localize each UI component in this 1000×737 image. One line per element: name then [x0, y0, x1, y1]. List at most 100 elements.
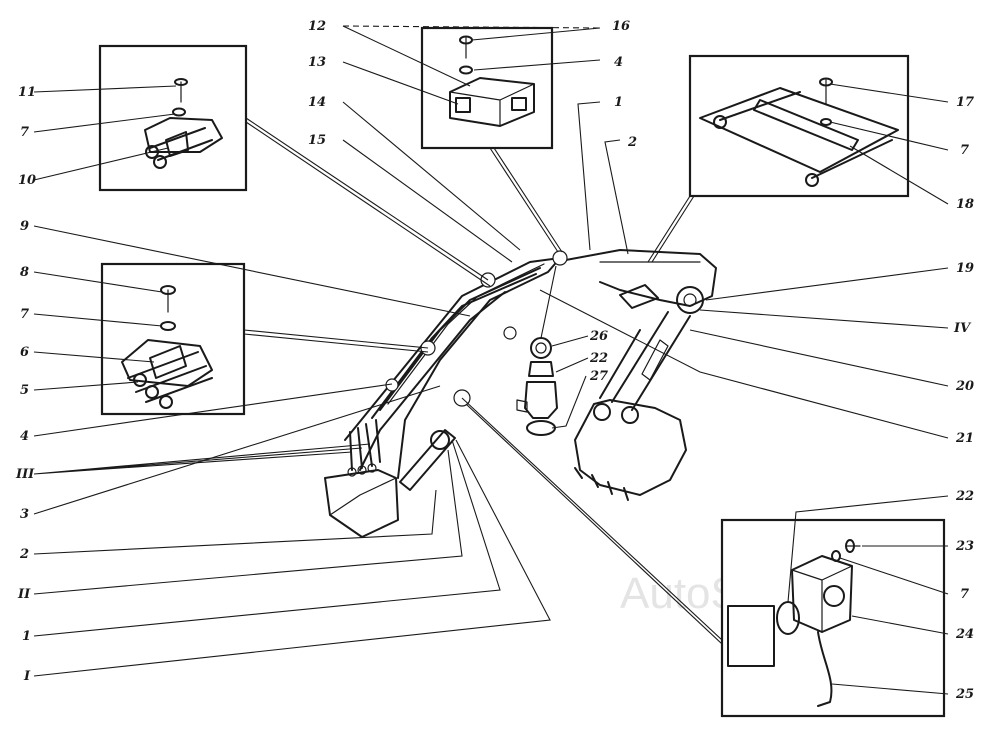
- boom-assembly: [324, 249, 717, 538]
- label-II: II: [17, 587, 31, 602]
- block-13-port: [455, 97, 471, 113]
- rod-end-a: [713, 115, 727, 129]
- label-6: 6: [20, 345, 29, 360]
- leader-12-16: [342, 25, 601, 29]
- label-14: 14: [308, 95, 326, 110]
- label-1-top: 1: [614, 95, 623, 110]
- label-26: 26: [589, 329, 608, 344]
- pipe-end-top-b: [153, 155, 167, 169]
- detail-box-block: [420, 26, 554, 150]
- label-24: 24: [955, 627, 974, 642]
- plate-rods: [719, 91, 893, 179]
- filter-port: [823, 585, 845, 607]
- bolt-17-head: [819, 77, 833, 87]
- label-I: I: [23, 669, 31, 684]
- arm-pivot-inner: [683, 293, 697, 307]
- label-5: 5: [20, 383, 29, 398]
- leader-1b: [33, 439, 501, 637]
- leader-15: [342, 139, 513, 263]
- label-10: 10: [18, 173, 36, 188]
- filter-housing-edges: [791, 565, 853, 633]
- label-IV: IV: [953, 321, 972, 336]
- label-leaders: [33, 25, 949, 695]
- callout-plate-b: [651, 195, 695, 263]
- leader-22b: [787, 495, 949, 603]
- filter-mount-block: [727, 605, 775, 667]
- callout-plate: [647, 195, 691, 263]
- callout-origin-side: [503, 326, 517, 340]
- label-III: III: [15, 467, 35, 482]
- leader-14: [342, 101, 521, 251]
- label-11: 11: [18, 85, 36, 100]
- bucket-teeth: [574, 467, 629, 501]
- label-1-left: 1: [22, 629, 31, 644]
- boom-upper-outline: [344, 257, 561, 479]
- coupling-port: [516, 399, 528, 413]
- label-18: 18: [956, 197, 974, 212]
- leader-7a: [33, 113, 176, 133]
- bucket-pin-b: [621, 406, 639, 424]
- callout-filter: [461, 397, 723, 641]
- label-7-b: 7: [20, 307, 29, 322]
- detail-box-frame: [420, 26, 554, 150]
- arm-bracket: [619, 284, 659, 309]
- label-25: 25: [955, 687, 974, 702]
- boom-hose-bundle-a: [379, 267, 541, 411]
- label-4-top: 4: [614, 55, 623, 70]
- label-22-mid: 22: [589, 351, 608, 366]
- label-27: 27: [589, 369, 608, 384]
- leader-IV: [699, 309, 949, 329]
- part-labels: 16 12 13 14 15 4 1 2 11 7 10 9 8 7 6 5 4…: [15, 19, 974, 702]
- label-2-top: 2: [627, 135, 637, 150]
- pipe-end-top-a: [145, 145, 159, 159]
- boom-base-edge: [329, 477, 397, 516]
- hose-25: [817, 631, 833, 707]
- detail-box-clamp-top: [98, 44, 248, 192]
- leader-8: [33, 271, 163, 293]
- arm-pivot: [676, 286, 704, 314]
- leader-16: [471, 27, 601, 41]
- label-9: 9: [20, 219, 29, 234]
- label-19: 19: [956, 261, 974, 276]
- leader-2a: [604, 139, 629, 255]
- bucket-pin-a: [593, 403, 611, 421]
- boom-cylinder: [399, 429, 456, 491]
- detail-box-plate: [688, 54, 910, 198]
- washer-4: [459, 65, 473, 75]
- leader-26: [551, 335, 589, 347]
- clamp-bracket-10: [165, 131, 189, 157]
- leader-12: [342, 25, 471, 87]
- bolt-23-head: [845, 539, 855, 553]
- detail-box-frame: [100, 262, 246, 416]
- boom-hose-bundle-b: [371, 273, 537, 419]
- arm-outline: [554, 249, 717, 307]
- pipe-end-mid-b: [145, 385, 159, 399]
- hose-end-3: [367, 463, 377, 473]
- coupling-cap-26: [530, 337, 552, 359]
- leader-9: [33, 225, 471, 317]
- boom-base-block: [324, 469, 399, 538]
- washer-7-filter: [831, 550, 841, 562]
- plate-body: [699, 87, 899, 173]
- leader-25: [831, 683, 949, 695]
- callout-clamp-top: [245, 117, 489, 281]
- block-port-b: [511, 97, 527, 111]
- leader-1a: [577, 101, 601, 251]
- coupling-parts: [516, 337, 558, 436]
- callout-clamp-mid-b: [243, 333, 429, 353]
- boom-hose-bundle-c: [387, 263, 545, 405]
- coupling-cap-26-inner: [535, 342, 547, 354]
- block-12-edges: [449, 83, 535, 127]
- coupling-body: [524, 381, 558, 419]
- bolt-8-head: [160, 285, 176, 295]
- leader-18: [849, 145, 949, 205]
- leader-3: [33, 385, 441, 515]
- leader-11: [33, 85, 177, 93]
- detail-box-frame: [688, 54, 910, 198]
- leader-4a: [473, 59, 601, 71]
- washer-7-top: [172, 107, 186, 117]
- callout-origin-top: [552, 250, 568, 266]
- leader-III: [33, 443, 371, 475]
- leader-I: [33, 439, 551, 677]
- callout-filter-b: [465, 403, 723, 645]
